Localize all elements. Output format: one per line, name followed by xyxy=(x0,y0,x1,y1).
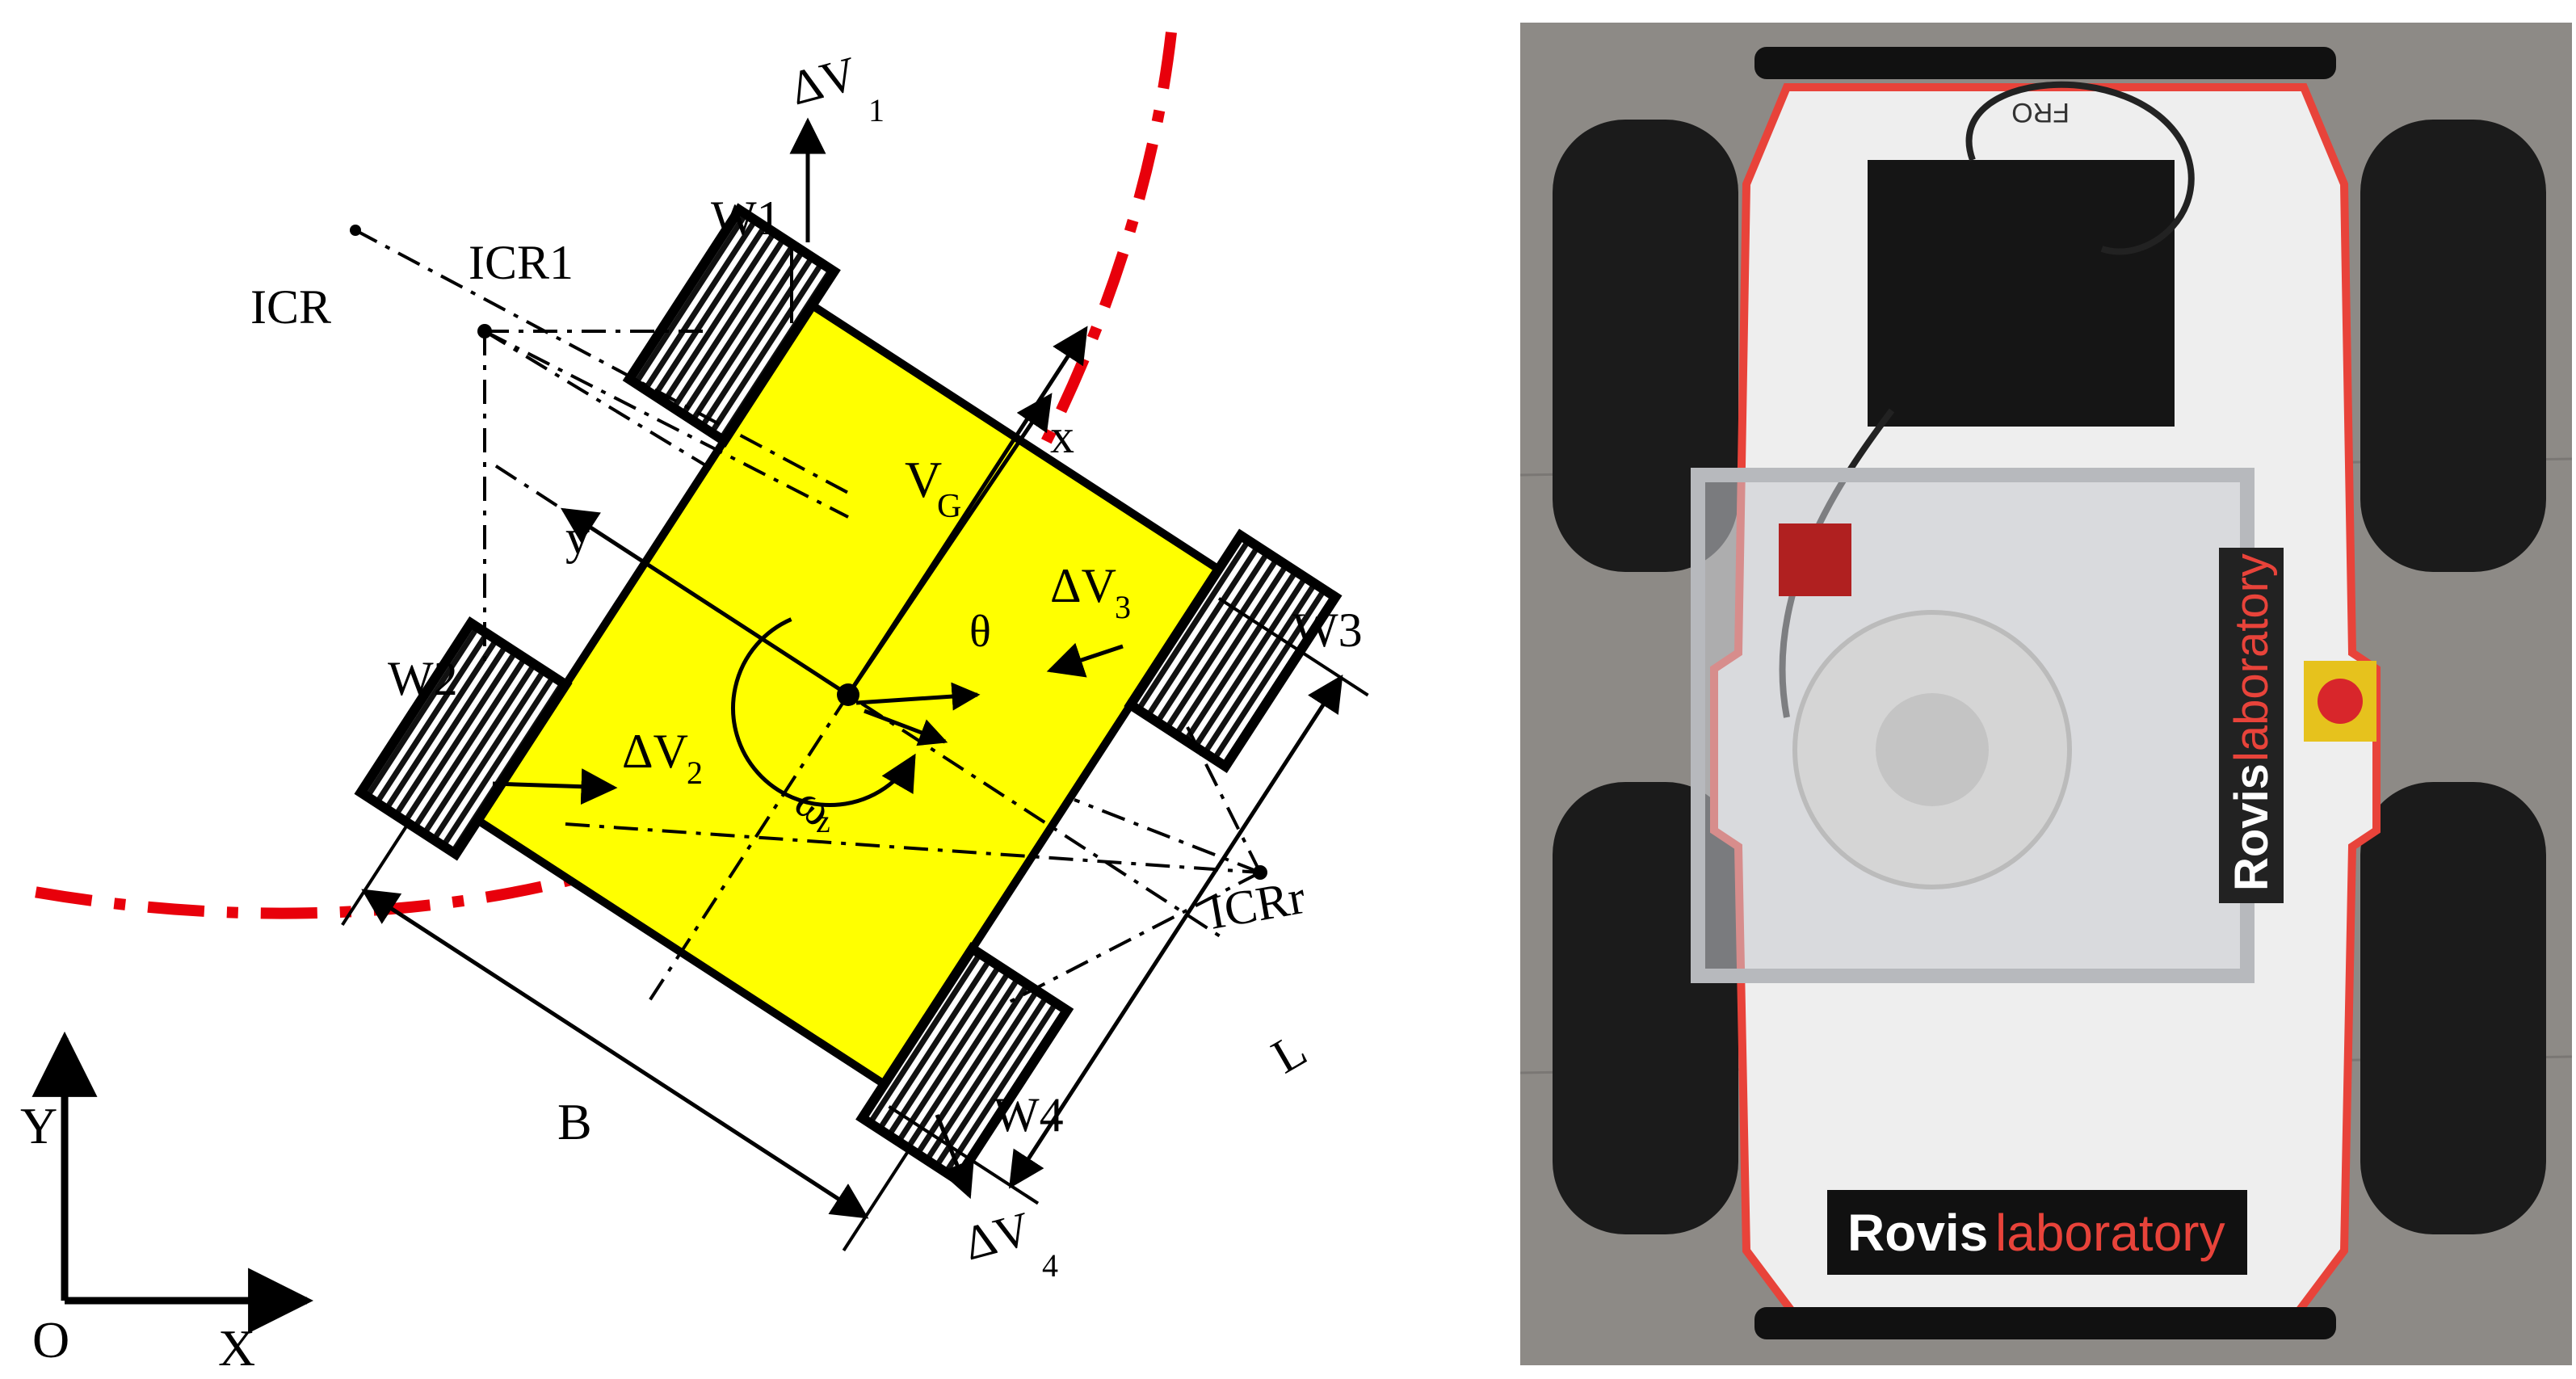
global-axes xyxy=(32,1031,314,1334)
side-brand-light: laboratory xyxy=(2225,553,2278,762)
icr1-point xyxy=(477,324,492,338)
wheel-w1 xyxy=(622,203,841,448)
label-theta: θ xyxy=(969,607,991,657)
wheel-w2 xyxy=(354,616,573,861)
label-vg-sub: G xyxy=(937,488,961,525)
label-dv1: ΔV xyxy=(784,47,862,116)
label-dv2: ΔV xyxy=(622,725,688,778)
tire-front-left xyxy=(1553,120,1738,572)
label-dv2-sub: 2 xyxy=(687,755,703,791)
tire-rear-right xyxy=(2360,782,2546,1234)
label-vg: V xyxy=(905,451,942,508)
label-w2: W2 xyxy=(388,652,458,705)
rear-brand-label: Rovis laboratory xyxy=(1827,1190,2247,1275)
label-w1: W1 xyxy=(711,191,781,245)
label-body-x: x xyxy=(1050,410,1074,463)
robot-photo: FRO Rovis laboratory Rovis laboratory xyxy=(1520,23,2572,1365)
label-icr: ICR xyxy=(250,280,331,334)
tire-front-right xyxy=(2360,120,2546,572)
label-origin: O xyxy=(32,1311,69,1368)
kinematic-diagram: ΔV 1 W1 ICR ICR1 x y V G ΔV 3 θ W3 W2 ΔV… xyxy=(15,32,1369,1377)
icr-construction-lines xyxy=(355,229,1262,1003)
rear-brand-bold: Rovis xyxy=(1847,1204,1988,1262)
label-icr1: ICR1 xyxy=(469,236,574,289)
side-brand-label: Rovis laboratory xyxy=(2219,548,2284,903)
label-w3: W3 xyxy=(1292,603,1363,657)
icr-point xyxy=(350,225,361,236)
label-dv4: ΔV xyxy=(958,1202,1036,1271)
label-dv3: ΔV xyxy=(1050,559,1116,612)
front-text: FRO xyxy=(2011,97,2070,128)
label-w4: W4 xyxy=(994,1088,1064,1141)
label-dv3-sub: 3 xyxy=(1115,589,1131,625)
label-global-x: X xyxy=(218,1319,255,1377)
icrr-point xyxy=(1253,865,1267,880)
side-brand-bold: Rovis xyxy=(2225,763,2278,891)
label-omega-sub: z xyxy=(816,803,830,839)
label-l: L xyxy=(1263,1023,1316,1083)
label-global-y: Y xyxy=(20,1097,57,1154)
label-b: B xyxy=(557,1093,592,1150)
label-dv4-sub: 4 xyxy=(1042,1247,1058,1284)
label-icrr: ICRr xyxy=(1204,870,1309,940)
label-body-y: y xyxy=(565,511,590,564)
label-dv1-sub: 1 xyxy=(868,92,885,128)
robot-model xyxy=(341,203,1369,1252)
electronics-plate xyxy=(1868,160,2175,427)
rear-brand-light: laboratory xyxy=(1995,1204,2225,1262)
